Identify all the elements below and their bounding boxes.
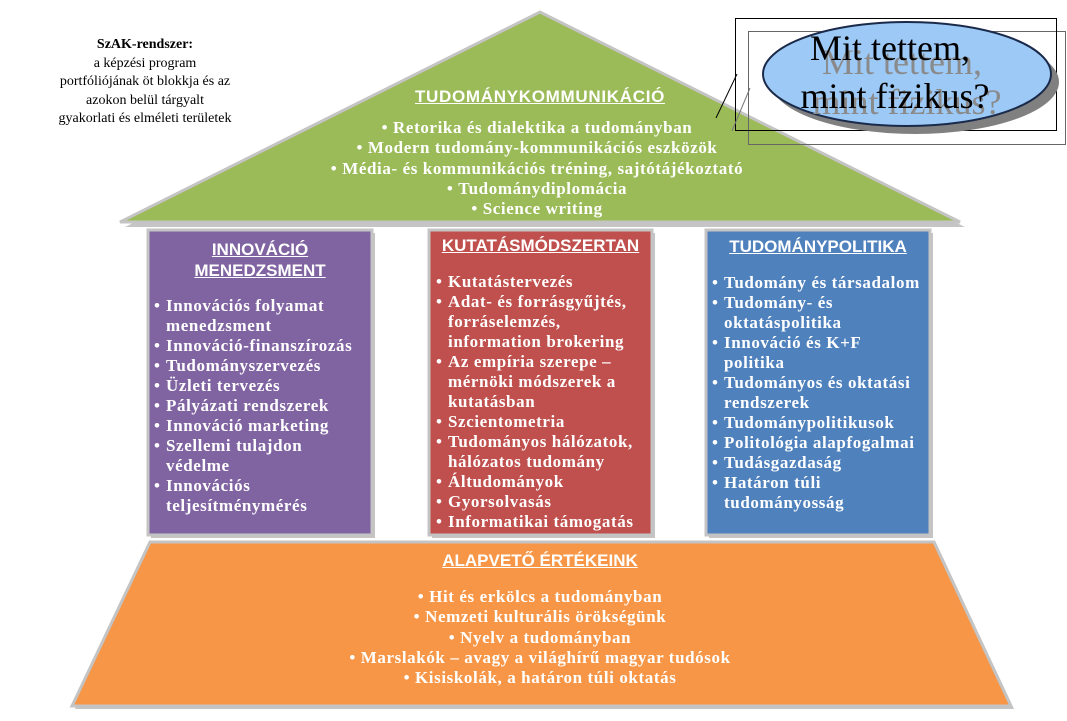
pillar-policy-list: Tudomány és társadalom Tudomány- és okta… bbox=[712, 273, 928, 513]
pillar-item: Adat- és forrásgyűjtés, forráselemzés, i… bbox=[436, 292, 650, 352]
callout-line-1: Mit tettem, bbox=[810, 28, 970, 68]
pillar-item: Innováció marketing bbox=[154, 416, 370, 436]
pillar-item: Üzleti tervezés bbox=[154, 376, 370, 396]
roof-item: Média- és kommunikációs tréning, sajtótá… bbox=[297, 159, 777, 179]
base-item: Nyelv a tudományban bbox=[290, 628, 790, 648]
base-title: ALAPVETŐ ÉRTÉKEINK bbox=[442, 551, 638, 570]
pillar-item: Tudásgazdaság bbox=[712, 453, 928, 473]
caption-title: SzAK-rendszer: bbox=[96, 37, 194, 52]
callout-shadow-line-2: mint fizikus? bbox=[812, 82, 1002, 122]
pillar-item: Tudományos és oktatási rendszerek bbox=[712, 373, 928, 413]
pillar-item: Határon túli tudományosság bbox=[712, 473, 928, 513]
pillar-methodology-list: Kutatástervezés Adat- és forrásgyűjtés, … bbox=[436, 272, 650, 532]
callout-pointer bbox=[715, 73, 738, 119]
base-item: Marslakók – avagy a világhírű magyar tud… bbox=[290, 648, 790, 668]
base-item: Hit és erkölcs a tudományban bbox=[290, 587, 790, 607]
pillar-item: Politológia alapfogalmai bbox=[712, 433, 928, 453]
pillar-item: Tudománypolitikusok bbox=[712, 413, 928, 433]
base-item: Nemzeti kulturális örökségünk bbox=[290, 607, 790, 627]
pillar-item: Tudomány és társadalom bbox=[712, 273, 928, 293]
pillar-item: Szellemi tulajdon védelme bbox=[154, 436, 370, 476]
callout-ellipse bbox=[762, 21, 1052, 127]
pillar-item: Kutatástervezés bbox=[436, 272, 650, 292]
caption-text: a képzési program portfóliójának öt blok… bbox=[58, 55, 232, 127]
pillar-item: Innováció-finanszírozás bbox=[154, 336, 370, 356]
pillar-item: Szcientometria bbox=[436, 412, 650, 432]
roof-title: TUDOMÁNYKOMMUNIKÁCIÓ bbox=[414, 87, 666, 106]
roof-bullet-list: Retorika és dialektika a tudományban Mod… bbox=[297, 118, 777, 219]
pillar-item: Innovációs folyamat menedzsment bbox=[154, 296, 370, 336]
pillar-item: Tudomány- és oktatáspolitika bbox=[712, 293, 928, 333]
pillar-item: Innovációs teljesítménymérés bbox=[154, 476, 370, 516]
pillar-item: Tudományos hálózatok, hálózatos tudomány bbox=[436, 432, 650, 472]
pillar-item: Tudományszervezés bbox=[154, 356, 370, 376]
pillar-item: Az empíria szerepe – mérnöki módszerek a… bbox=[436, 352, 650, 412]
callout-line-2: mint fizikus? bbox=[800, 76, 990, 116]
pillar-item: Áltudományok bbox=[436, 472, 650, 492]
caption-block: SzAK-rendszer: a képzési program portfól… bbox=[35, 36, 255, 129]
roof-item: Modern tudomány-kommunikációs eszközök bbox=[297, 138, 777, 158]
pillar-item: Informatikai támogatás bbox=[436, 512, 650, 532]
roof-item: Retorika és dialektika a tudományban bbox=[297, 118, 777, 138]
callout-shadow-line-1: Mit tettem, bbox=[822, 42, 982, 82]
roof-item: Tudománydiplomácia bbox=[297, 179, 777, 199]
pillar-innovation-title: INNOVÁCIÓ MENEDZSMENT bbox=[194, 240, 326, 280]
base-item: Kisiskolák, a határon túli oktatás bbox=[290, 668, 790, 688]
roof-item: Science writing bbox=[297, 199, 777, 219]
pillar-item: Pályázati rendszerek bbox=[154, 396, 370, 416]
pillar-item: Gyorsolvasás bbox=[436, 492, 650, 512]
pillar-item: Innováció és K+F politika bbox=[712, 333, 928, 373]
pillar-methodology-title: KUTATÁSMÓDSZERTAN bbox=[441, 236, 640, 255]
pillar-innovation-list: Innovációs folyamat menedzsment Innováci… bbox=[154, 296, 370, 516]
base-bullet-list: Hit és erkölcs a tudományban Nemzeti kul… bbox=[290, 587, 790, 688]
pillar-policy-title: TUDOMÁNYPOLITIKA bbox=[729, 237, 907, 256]
